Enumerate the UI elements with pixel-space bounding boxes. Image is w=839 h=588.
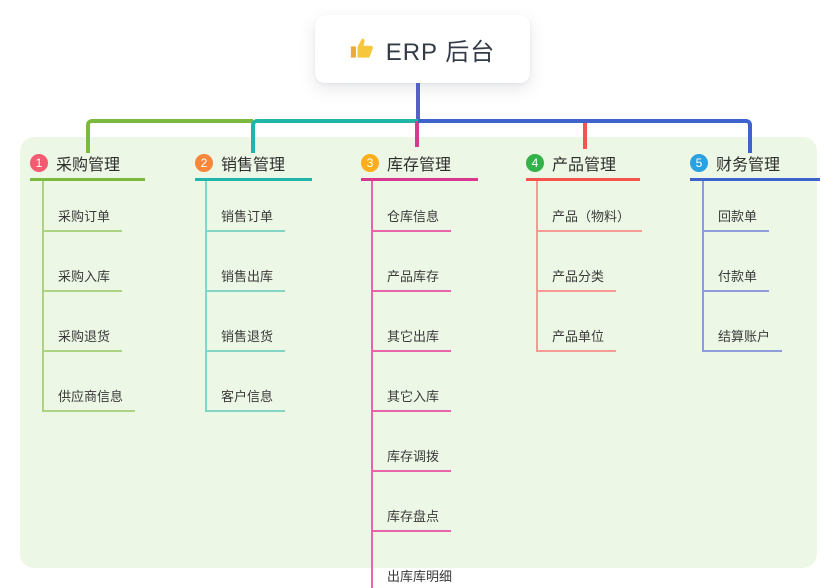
branch-item-node[interactable]: 产品分类: [538, 232, 617, 292]
root-node-label: ERP 后台: [385, 38, 496, 66]
branch-item-label: 结算账户: [718, 329, 771, 344]
branch-title: 采购管理: [56, 156, 121, 174]
branch-connector-line: [418, 119, 752, 153]
branch-item-node[interactable]: 库存调拨: [373, 412, 452, 472]
branch-item-label: 产品库存: [387, 269, 440, 284]
branch-item-node[interactable]: 出库库明细: [373, 532, 464, 588]
branch-item-label: 仓库信息: [387, 209, 440, 224]
branch-node[interactable]: 3 库存管理: [361, 150, 478, 181]
branch-item-node[interactable]: 产品（物料）: [538, 181, 643, 232]
branch-item-node[interactable]: 其它入库: [373, 352, 452, 412]
branch-number-badge: 2: [195, 153, 213, 172]
branch-item-list: 回款单付款单结算账户: [702, 181, 783, 352]
branch-title: 销售管理: [221, 156, 286, 174]
branch-item-label: 采购入库: [58, 269, 111, 284]
branch-item-label: 回款单: [718, 209, 758, 224]
branch-connector-line: [415, 121, 419, 147]
branch-item-label: 其它入库: [387, 389, 440, 404]
branch-item-node[interactable]: 销售订单: [207, 181, 286, 232]
branch-item-node[interactable]: 结算账户: [704, 292, 783, 352]
branch-item-list: 仓库信息产品库存其它出库其它入库库存调拨库存盘点出库库明细: [371, 181, 464, 588]
branch-title: 财务管理: [716, 156, 781, 174]
branch-item-label: 供应商信息: [58, 389, 124, 404]
branch-item-label: 采购订单: [58, 209, 111, 224]
branch-item-node[interactable]: 采购退货: [44, 292, 123, 352]
branch-item-label: 客户信息: [221, 389, 274, 404]
branch-item-label: 销售订单: [221, 209, 274, 224]
branch-node[interactable]: 4 产品管理: [526, 150, 640, 181]
branch-number-badge: 1: [30, 153, 48, 172]
branch-item-node[interactable]: 销售退货: [207, 292, 286, 352]
branch-item-label: 采购退货: [58, 329, 111, 344]
branch-item-node[interactable]: 付款单: [704, 232, 770, 292]
branch-connector-line: [251, 119, 418, 153]
branch-item-label: 库存盘点: [387, 509, 440, 524]
branch-number-badge: 5: [690, 153, 708, 172]
branch-item-node[interactable]: 采购订单: [44, 181, 123, 232]
branch-item-node[interactable]: 回款单: [704, 181, 770, 232]
branch-node[interactable]: 2 销售管理: [195, 150, 312, 181]
branches-panel: [20, 137, 817, 568]
branch-item-label: 付款单: [718, 269, 758, 284]
branch-item-list: 产品（物料） 产品分类产品单位: [536, 181, 643, 352]
branch-node[interactable]: 1 采购管理: [30, 150, 145, 181]
branch-item-node[interactable]: 其它出库: [373, 292, 452, 352]
branch-item-label: 销售退货: [221, 329, 274, 344]
root-connector-line: [416, 83, 420, 121]
root-node[interactable]: ERP 后台: [315, 15, 530, 83]
branch-item-label: 产品（物料）: [552, 209, 631, 224]
branch-item-node[interactable]: 销售出库: [207, 232, 286, 292]
branch-item-node[interactable]: 仓库信息: [373, 181, 452, 232]
branch-item-label: 销售出库: [221, 269, 274, 284]
branch-connector-line: [583, 121, 587, 149]
branch-item-list: 销售订单销售出库销售退货客户信息: [205, 181, 286, 412]
branch-item-label: 产品单位: [552, 329, 605, 344]
branch-item-label: 出库库明细: [387, 569, 453, 584]
branch-title: 产品管理: [552, 156, 617, 174]
thumbs-up-icon: [350, 36, 376, 62]
branch-connector-line: [86, 119, 253, 153]
branch-item-node[interactable]: 客户信息: [207, 352, 286, 412]
branch-item-label: 产品分类: [552, 269, 605, 284]
branch-node[interactable]: 5 财务管理: [690, 150, 820, 181]
branch-item-list: 采购订单采购入库采购退货供应商信息: [42, 181, 136, 412]
branch-item-node[interactable]: 产品单位: [538, 292, 617, 352]
branch-item-node[interactable]: 供应商信息: [44, 352, 136, 412]
branch-item-node[interactable]: 采购入库: [44, 232, 123, 292]
branch-number-badge: 4: [526, 153, 544, 172]
branch-item-label: 库存调拨: [387, 449, 440, 464]
branch-item-node[interactable]: 产品库存: [373, 232, 452, 292]
branch-item-label: 其它出库: [387, 329, 440, 344]
branch-number-badge: 3: [361, 153, 379, 172]
branch-title: 库存管理: [387, 156, 452, 174]
branch-item-node[interactable]: 库存盘点: [373, 472, 452, 532]
